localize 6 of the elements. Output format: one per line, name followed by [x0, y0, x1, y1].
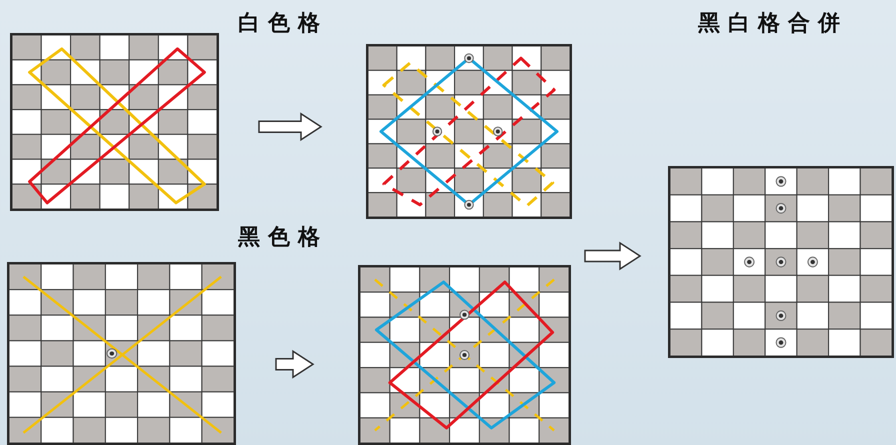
hollow-arrow — [275, 350, 314, 379]
section-heading: 黑色格 — [238, 223, 328, 252]
hollow-arrow — [584, 242, 642, 270]
hollow-arrow — [258, 112, 322, 142]
section-heading: 白色格 — [238, 9, 328, 38]
section-heading: 黑白格合併 — [698, 9, 848, 38]
